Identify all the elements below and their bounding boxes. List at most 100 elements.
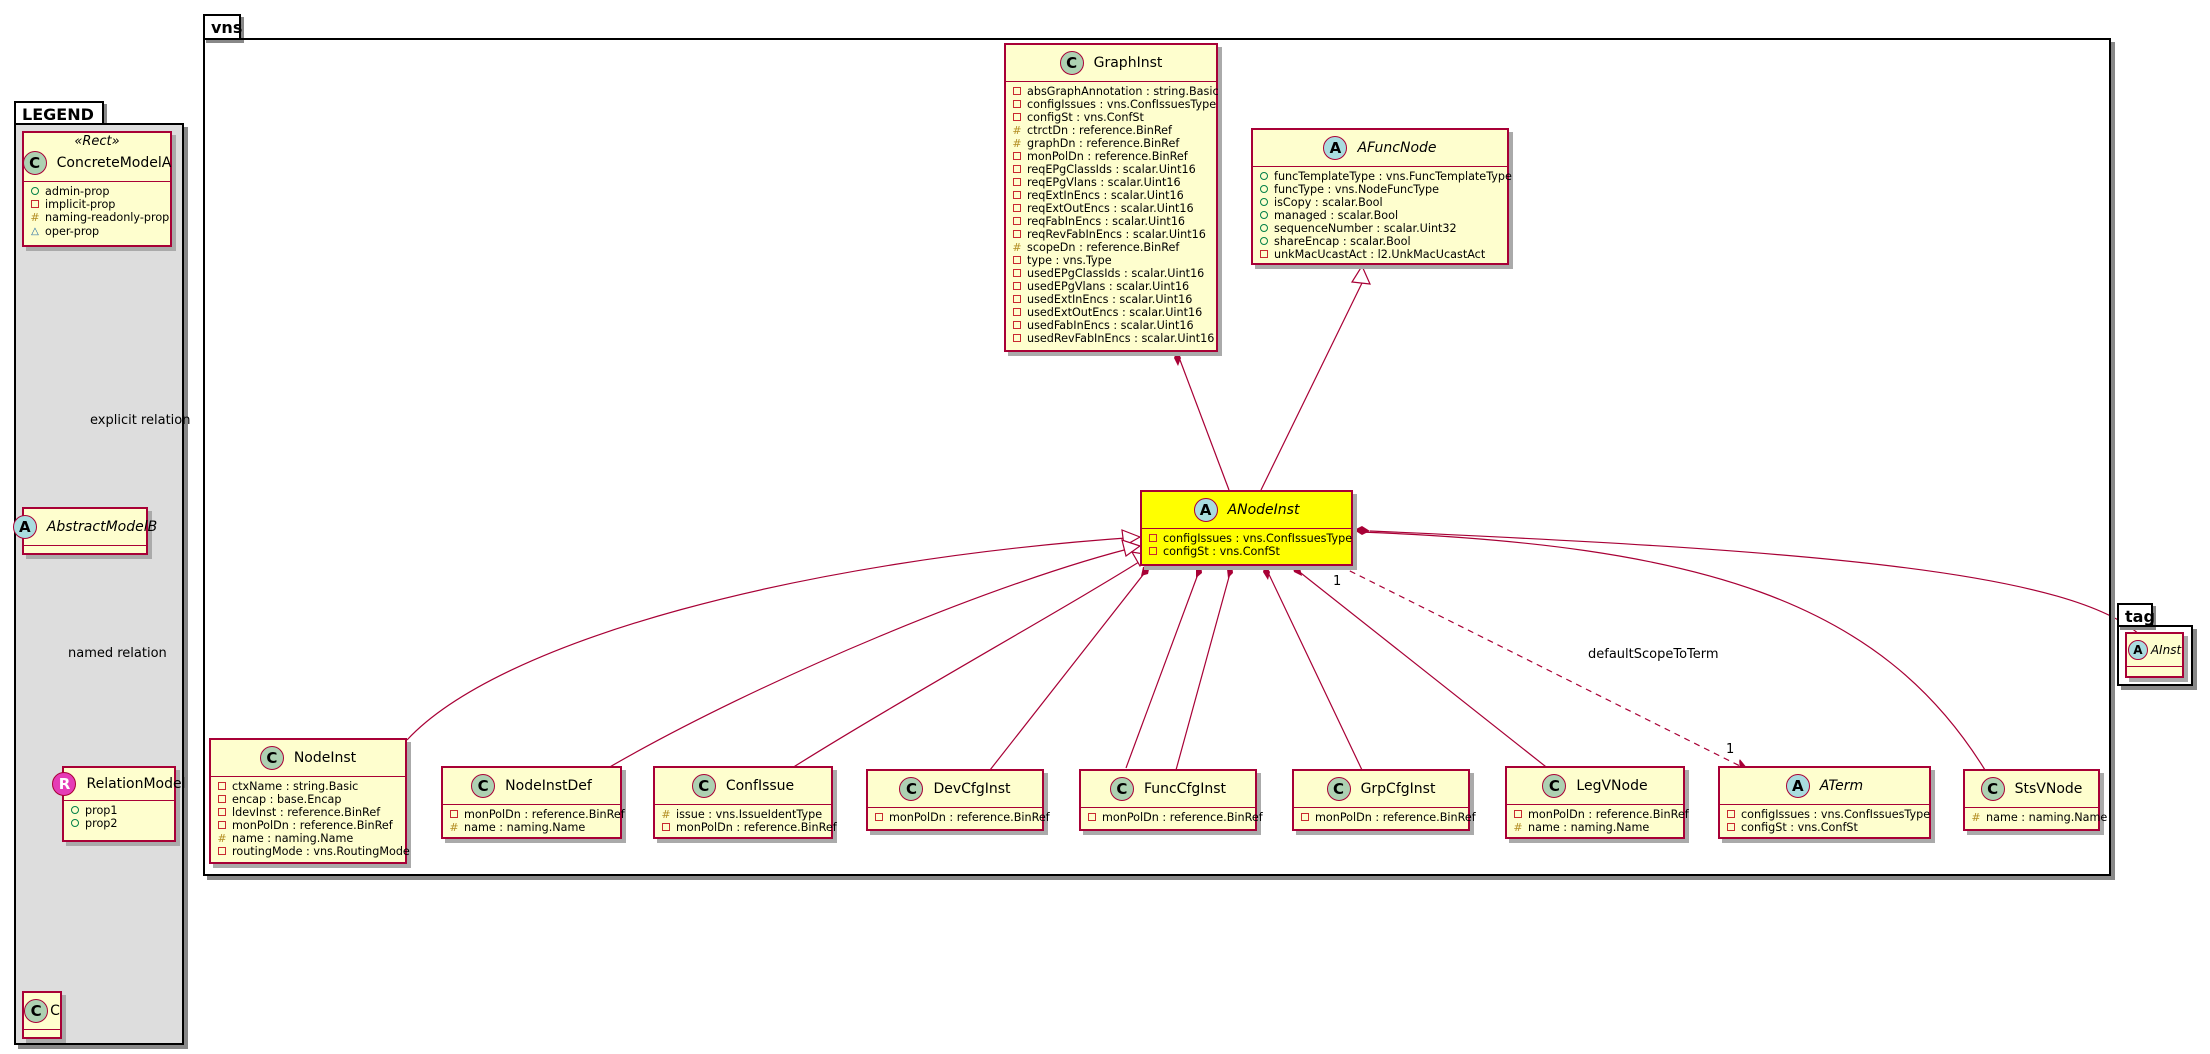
legend-package-tab: LEGEND [14,101,104,125]
attribute-list: monPolDn : reference.BinRef [1081,808,1263,830]
attribute-list: admin-propimplicit-propnaming-readonly-p… [24,182,170,244]
attribute-text: name : naming.Name [1528,821,1650,834]
attribute-row: reqEPgVlans : scalar.Uint16 [1012,176,1210,189]
attribute-row: configSt : vns.ConfSt [1012,111,1210,124]
ainst-diamond [1354,526,1370,535]
visibility-priv-icon [217,845,227,858]
class-funccfginst[interactable]: C FuncCfgInst monPolDn : reference.BinRe… [1079,769,1263,831]
attribute-row: reqFabInEncs : scalar.Uint16 [1012,215,1210,228]
visibility-priv-icon [1012,202,1022,215]
attribute-row: ctrctDn : reference.BinRef [1012,124,1210,137]
visibility-priv-icon [1012,176,1022,189]
default-scope-label: defaultScopeToTerm [1588,647,1719,662]
visibility-priv-icon [1726,821,1736,834]
attribute-text: configIssues : vns.ConfIssuesType [1741,808,1931,821]
class-name: StsVNode [2014,781,2083,797]
visibility-prot-icon [1012,124,1022,137]
class-legvnode[interactable]: C LegVNode monPolDn : reference.BinRefna… [1505,766,1689,839]
nodeinstdef-inheritance-line [607,545,1141,769]
class-name: AFuncNode [1357,140,1437,156]
class-graphinst[interactable]: C GraphInst absGraphAnnotation : string.… [1004,43,1219,352]
attribute-row: shareEncap : scalar.Bool [1259,235,1501,248]
attribute-row: issue : vns.IssueIdentType [661,808,825,821]
attribute-text: absGraphAnnotation : string.Basic [1027,85,1219,98]
attribute-row: routingMode : vns.RoutingMode [217,845,410,858]
abstract-a-icon: A [1323,136,1348,160]
class-name: LegVNode [1576,778,1648,794]
graphinst-composition-line [1176,351,1230,491]
class-c[interactable]: C C [22,991,62,1039]
attribute-row: reqRevFabInEncs : scalar.Uint16 [1012,228,1210,241]
class-nodeinstdef[interactable]: C NodeInstDef monPolDn : reference.BinRe… [441,766,625,840]
class-confissue[interactable]: C ConfIssue issue : vns.IssueIdentTypemo… [653,766,837,839]
class-aterm[interactable]: A ATerm configIssues : vns.ConfIssuesTyp… [1718,766,1931,839]
attribute-text: configSt : vns.ConfSt [1027,111,1144,124]
class-c-icon: C [471,774,496,798]
abstract-a-icon: A [1193,498,1218,522]
attribute-text: reqFabInEncs : scalar.Uint16 [1027,215,1186,228]
class-c-icon: C [1542,774,1567,798]
class-name: AInst [2150,643,2182,657]
visibility-pub-icon [1259,196,1269,209]
attribute-list: monPolDn : reference.BinRefname : naming… [443,805,625,840]
graphinst-diamond [1174,350,1181,366]
visibility-priv-icon [1012,319,1022,332]
attribute-text: name : naming.Name [232,832,354,845]
class-name: C [50,1003,60,1019]
confissue-inheritance-line [791,554,1151,769]
stsvnode-composition-line [1291,565,1551,771]
vns-package-title: vns [211,18,243,37]
visibility-priv-icon [217,793,227,806]
class-abstract-model-b[interactable]: A AbstractModelB [12,507,157,555]
class-grpcfginst[interactable]: C GrpCfgInst monPolDn : reference.BinRef [1292,769,1476,831]
attribute-row: managed : scalar.Bool [1259,209,1501,222]
attribute-row: reqEPgClassIds : scalar.Uint16 [1012,163,1210,176]
attribute-list: name : naming.Name [1965,808,2107,830]
class-devcfginst[interactable]: C DevCfgInst monPolDn : reference.BinRef [866,769,1050,831]
relation-r-icon: R [52,772,77,796]
class-name: DevCfgInst [933,781,1011,797]
class-stsvnode[interactable]: C StsVNode name : naming.Name [1963,769,2107,831]
visibility-priv-icon [1012,98,1022,111]
class-ainst[interactable]: A AInst [2125,632,2184,678]
attribute-text: monPolDn : reference.BinRef [464,808,625,821]
class-anodeinst[interactable]: A ANodeInst configIssues : vns.ConfIssue… [1140,490,1353,566]
attribute-row: name : naming.Name [217,832,399,845]
class-name: NodeInstDef [505,778,592,794]
visibility-priv-icon [1012,293,1022,306]
class-c-icon: C [1326,777,1351,801]
visibility-prot-icon [217,832,227,845]
class-name: GrpCfgInst [1360,781,1436,797]
attribute-text: configIssues : vns.ConfIssuesType [1163,532,1353,545]
attribute-row: prop1 [70,804,168,817]
attribute-row: usedRevFabInEncs : scalar.Uint16 [1012,332,1214,345]
attribute-row: sequenceNumber : scalar.Uint32 [1259,222,1501,235]
visibility-priv-icon [1012,267,1022,280]
class-afuncnode[interactable]: A AFuncNode funcTemplateType : vns.FuncT… [1251,128,1512,267]
attribute-text: managed : scalar.Bool [1274,209,1399,222]
attribute-row: configIssues : vns.ConfIssuesType [1148,532,1352,545]
visibility-priv-icon [1012,85,1022,98]
attribute-text: graphDn : reference.BinRef [1027,137,1180,150]
attribute-text: funcType : vns.NodeFuncType [1274,183,1439,196]
class-name: RelationModel [86,776,186,792]
attribute-text: encap : base.Encap [232,793,342,806]
attribute-row: naming-readonly-prop [30,211,169,224]
class-c-icon: C [1059,51,1084,75]
attribute-row: configIssues : vns.ConfIssuesType [1012,98,1216,111]
attribute-row: prop2 [70,817,168,830]
visibility-priv-icon [1012,111,1022,124]
visibility-priv-icon [30,198,40,211]
devcfginst-diamond [1141,565,1150,576]
visibility-priv-icon [1259,248,1269,261]
abstract-a-icon: A [2127,640,2148,660]
visibility-priv-icon [217,780,227,793]
attribute-row: name : naming.Name [449,821,614,834]
attribute-row: monPolDn : reference.BinRef [217,819,399,832]
attribute-text: usedFabInEncs : scalar.Uint16 [1027,319,1194,332]
